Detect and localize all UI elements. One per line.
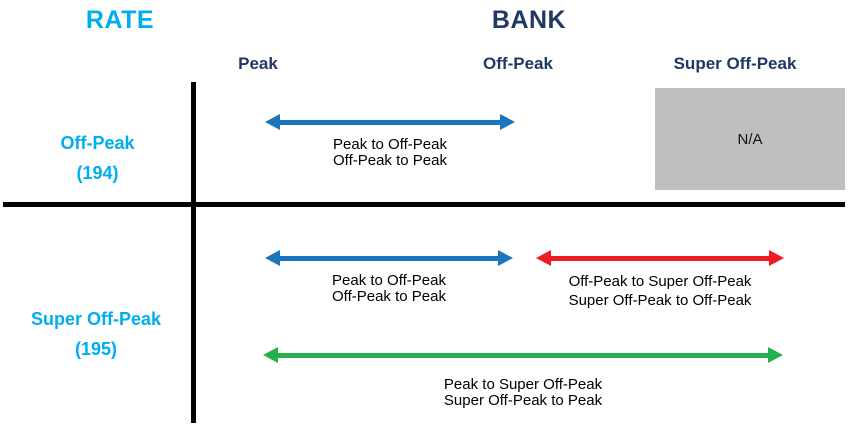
row-label-super-off-peak: Super Off-Peak (195) (15, 304, 177, 364)
arrow-label-row2-peak-offpeak: Peak to Off-Peak Off-Peak to Peak (265, 273, 513, 305)
arrow-shaft (546, 255, 774, 261)
arrow-label-line: Peak to Super Off-Peak (443, 376, 603, 393)
vertical-divider (191, 82, 196, 423)
arrow-label-line: Peak to Off-Peak (332, 272, 446, 289)
arrow-shaft (275, 255, 503, 261)
row-label-super-off-peak-code: (195) (74, 339, 118, 359)
horizontal-divider (3, 202, 845, 207)
arrow-label-line: Off-Peak to Super Off-Peak (568, 273, 752, 290)
arrow-label-row1-peak-offpeak: Peak to Off-Peak Off-Peak to Peak (265, 137, 515, 169)
arrow-row2-offpeak-superoffpeak (536, 250, 784, 266)
arrow-row2-peak-offpeak (265, 250, 513, 266)
row-label-off-peak-name: Off-Peak (60, 133, 135, 153)
arrow-row1-peak-offpeak (265, 114, 515, 130)
arrow-label-row2-offpeak-superoffpeak: Off-Peak to Super Off-Peak Super Off-Pea… (530, 272, 790, 310)
row-label-off-peak: Off-Peak (194) (20, 128, 175, 188)
arrow-row2-peak-superoffpeak (263, 347, 783, 363)
bank-title: BANK (491, 6, 567, 34)
row-label-off-peak-code: (194) (76, 163, 119, 183)
row-label-super-off-peak-name: Super Off-Peak (30, 309, 162, 329)
column-header-super-off-peak: Super Off-Peak (673, 54, 797, 73)
rate-title: RATE (85, 6, 155, 34)
column-header-off-peak: Off-Peak (483, 54, 553, 73)
arrow-label-line: Super Off-Peak to Off-Peak (568, 292, 752, 309)
arrow-label-line: Off-Peak to Peak (333, 152, 447, 169)
arrow-shaft (275, 119, 505, 125)
arrow-label-line: Super Off-Peak to Peak (443, 392, 603, 409)
na-cell-label: N/A (737, 130, 763, 148)
arrow-shaft (273, 352, 773, 358)
na-cell: N/A (655, 88, 845, 190)
column-header-peak: Peak (238, 54, 278, 73)
arrow-label-line: Off-Peak to Peak (332, 288, 446, 305)
arrow-label-row2-peak-superoffpeak: Peak to Super Off-Peak Super Off-Peak to… (263, 377, 783, 409)
arrow-label-line: Peak to Off-Peak (333, 136, 447, 153)
